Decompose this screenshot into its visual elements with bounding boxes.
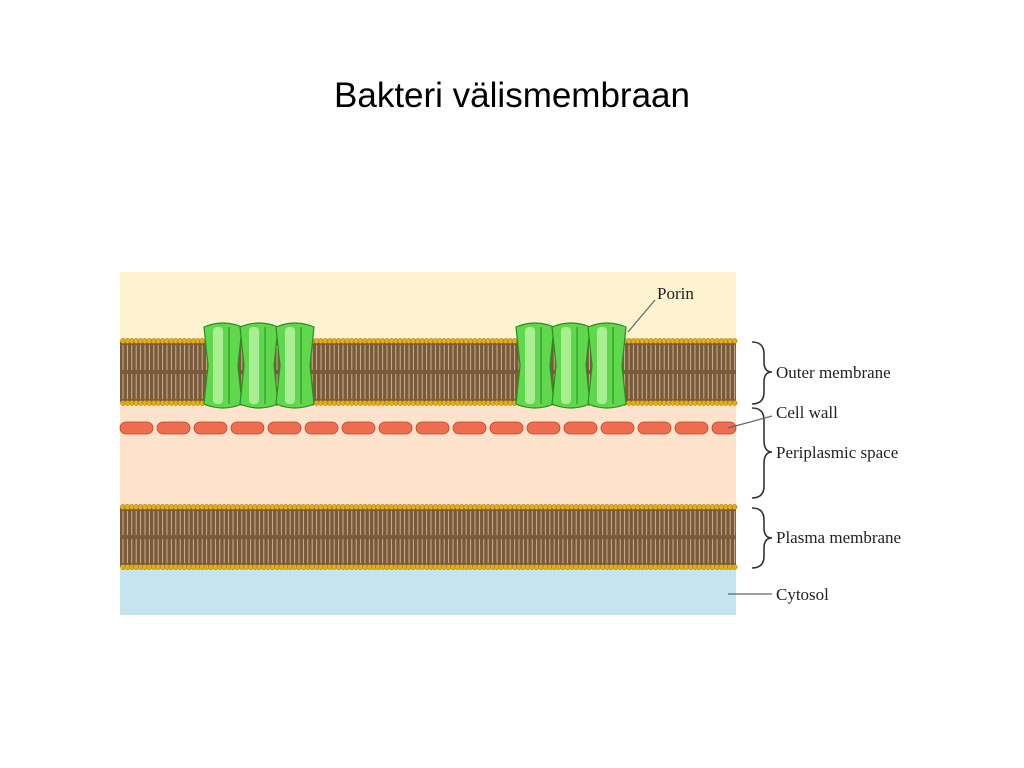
cell-wall-segment: [711, 421, 737, 435]
cell-wall-segment: [600, 421, 635, 435]
lipid-tail-lines: [122, 511, 736, 563]
cell-wall-layer: [119, 421, 737, 435]
cell-wall-segment: [193, 421, 228, 435]
cell-wall-segment: [563, 421, 598, 435]
periplasmic-space-brace: [751, 407, 773, 499]
lipid-tail-lines: [122, 345, 736, 399]
plasma-membrane-brace: [751, 507, 773, 569]
cell-wall-segment: [230, 421, 265, 435]
porin-subunit: [239, 322, 279, 409]
slide-title: Bakteri välismembraan: [334, 76, 690, 115]
plasma-membrane-bilayer: [120, 504, 738, 570]
cell-wall-segment: [674, 421, 709, 435]
porin-subunit: [551, 322, 591, 409]
cell-wall-segment: [267, 421, 302, 435]
cell-wall-segment: [415, 421, 450, 435]
cell-wall-leader-line: [727, 415, 773, 429]
cell-wall-segment: [452, 421, 487, 435]
periplasmic-region: [120, 406, 736, 506]
porin-label: Porin: [657, 284, 694, 303]
cytosol-label: Cytosol: [776, 585, 829, 604]
porin-leader-line: [627, 299, 656, 333]
porin-proteins: [203, 322, 627, 409]
cell-wall-segment: [637, 421, 672, 435]
porin-subunit: [515, 322, 555, 409]
lipid-heads: [120, 504, 738, 570]
cell-wall-segment: [304, 421, 339, 435]
porin-subunit: [587, 322, 627, 409]
cell-wall-segment: [341, 421, 376, 435]
porin-subunit: [203, 322, 243, 409]
cell-wall-segment: [489, 421, 524, 435]
cell-wall-segment: [526, 421, 561, 435]
outer-membrane-label: Outer membrane: [776, 363, 891, 382]
cell-wall-segment: [378, 421, 413, 435]
cytosol-region: [120, 569, 736, 615]
lipid-tails: [120, 508, 736, 566]
outer-membrane-brace: [751, 341, 773, 405]
cell-wall-segment: [156, 421, 191, 435]
porin-subunit: [275, 322, 315, 409]
cell-wall-segment: [119, 421, 154, 435]
plasma-membrane-label: Plasma membrane: [776, 528, 901, 547]
cell-wall-label: Cell wall: [776, 403, 838, 422]
periplasmic-space-label: Periplasmic space: [776, 443, 898, 462]
